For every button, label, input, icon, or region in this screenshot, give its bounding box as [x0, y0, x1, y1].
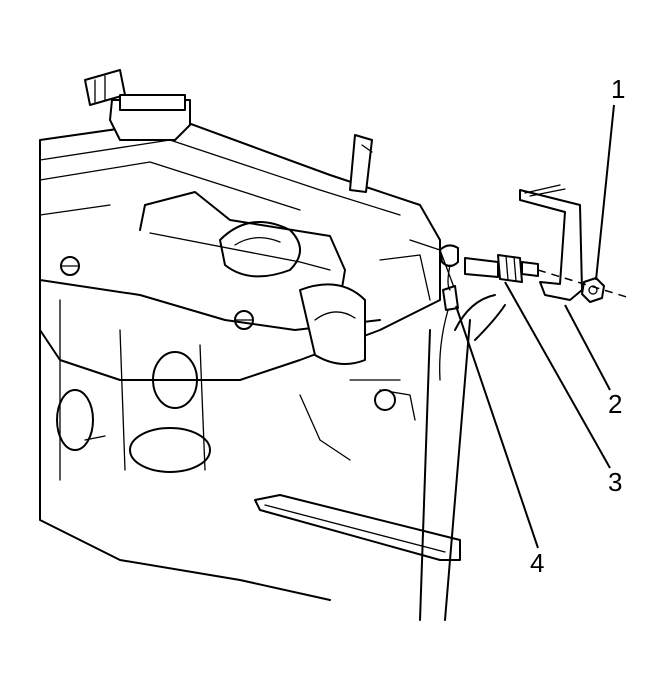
- callout-3-label: 3: [608, 467, 622, 497]
- sensor-fitting-part: [464, 254, 539, 283]
- callout-4-label: 4: [530, 548, 544, 578]
- callout-leaders: [455, 104, 615, 549]
- nut-part: [581, 277, 605, 303]
- ground-wire-terminal: [439, 244, 459, 381]
- callout-1-label: 1: [611, 74, 625, 104]
- cylinder-head-line-art: [39, 69, 506, 621]
- mounting-bracket-part: [519, 184, 583, 301]
- callout-2-label: 2: [608, 389, 622, 419]
- assembly-axis-line: [537, 269, 631, 299]
